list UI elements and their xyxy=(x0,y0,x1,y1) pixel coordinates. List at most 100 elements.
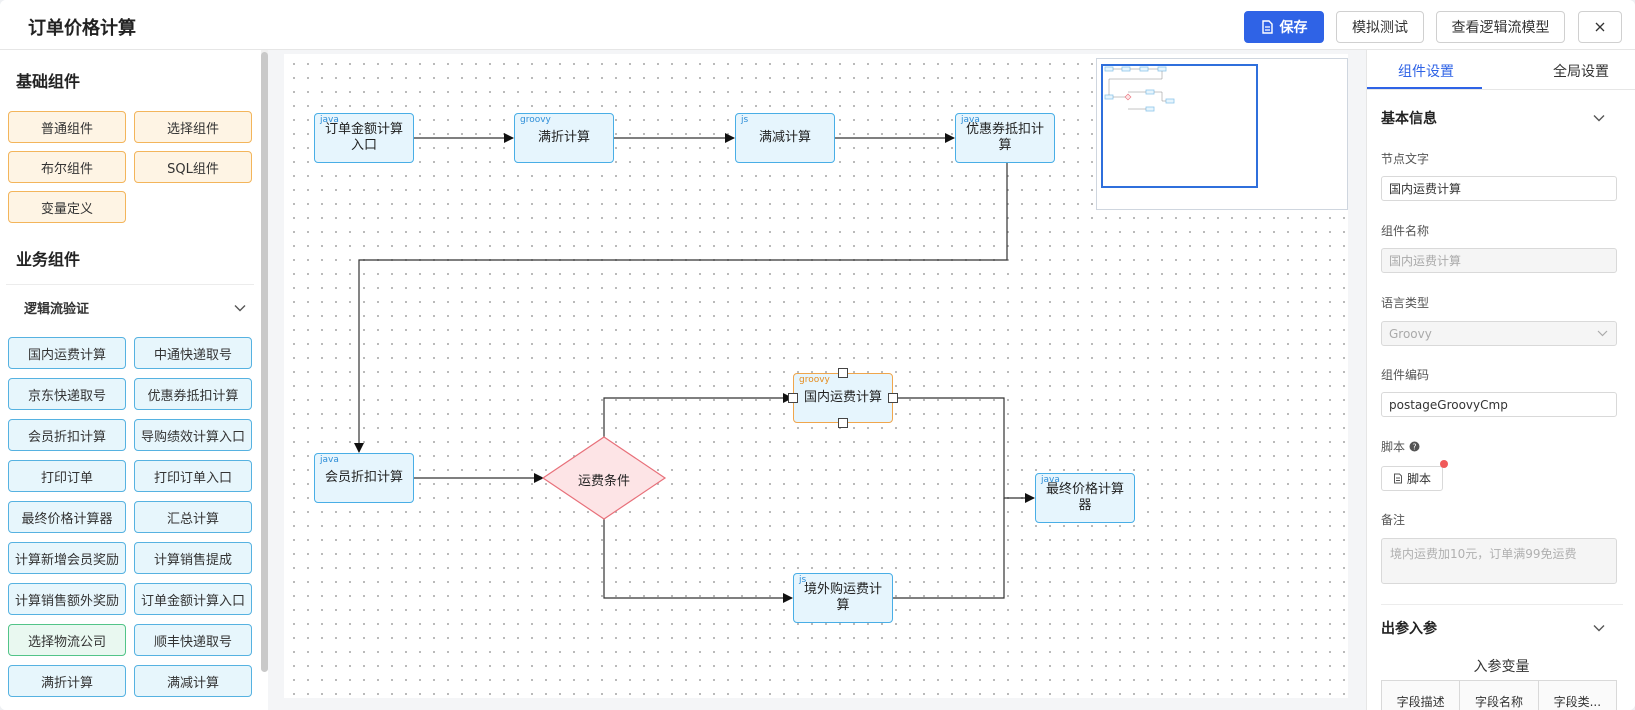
node-lang-tag: java xyxy=(1041,475,1060,485)
component-biz-14[interactable]: 订单金额计算入口 xyxy=(134,583,252,615)
logic-flow-group-label: 逻辑流验证 xyxy=(24,302,90,317)
component-biz-15[interactable]: 选择物流公司 xyxy=(8,624,126,656)
script-label: 脚本 xyxy=(1381,440,1406,454)
input-variables-title: 入参变量 xyxy=(1473,659,1530,675)
component-biz-8[interactable]: 打印订单入口 xyxy=(134,460,252,492)
header-bar: 订单价格计算 保存 模拟测试 查看逻辑流模型 xyxy=(0,0,1635,50)
node-label: 最终价格计算器 xyxy=(1045,482,1124,513)
node-label: 会员折扣计算 xyxy=(324,470,403,485)
script-button[interactable]: 脚本 xyxy=(1381,466,1443,491)
resize-handle-top[interactable] xyxy=(838,368,848,378)
component-biz-11[interactable]: 计算新增会员奖励 xyxy=(8,542,126,574)
node-lang-tag: java xyxy=(320,115,339,125)
component-biz-17[interactable]: 满折计算 xyxy=(8,665,126,697)
component-biz-4[interactable]: 优惠券抵扣计算 xyxy=(134,378,252,410)
language-type-label: 语言类型 xyxy=(1381,296,1430,310)
column-header-field-type[interactable]: 字段类... xyxy=(1553,695,1602,709)
view-logic-model-button[interactable]: 查看逻辑流模型 xyxy=(1436,11,1565,43)
simulate-test-label: 模拟测试 xyxy=(1352,20,1408,36)
node-lang-tag: js xyxy=(799,575,807,585)
chevron-down-icon[interactable] xyxy=(1593,624,1605,632)
page-title: 订单价格计算 xyxy=(28,18,136,39)
remark-textarea[interactable]: 境内运费加10元，订单满99免运费 xyxy=(1381,538,1617,584)
language-type-value: Groovy xyxy=(1389,326,1432,341)
component-biz-9[interactable]: 最终价格计算器 xyxy=(8,501,126,533)
component-biz-16[interactable]: 顺丰快递取号 xyxy=(134,624,252,656)
save-button-label: 保存 xyxy=(1279,20,1308,36)
flow-node-n3[interactable]: js 满减计算 xyxy=(735,113,835,163)
node-text-input[interactable] xyxy=(1381,176,1617,201)
node-label: 订单金额计算入口 xyxy=(324,122,403,153)
section-divider xyxy=(1381,604,1623,605)
component-name-label: 组件名称 xyxy=(1381,224,1430,238)
node-lang-tag: groovy xyxy=(799,375,830,385)
component-biz-2[interactable]: 中通快递取号 xyxy=(134,337,252,369)
component-basic-boolean[interactable]: 布尔组件 xyxy=(8,151,126,183)
flow-node-n7-selected[interactable]: groovy 国内运费计算 xyxy=(793,373,893,423)
component-basic-sql[interactable]: SQL组件 xyxy=(134,151,252,183)
close-icon xyxy=(1595,22,1605,32)
tab-component-settings[interactable]: 组件设置 xyxy=(1398,64,1454,80)
component-biz-10[interactable]: 汇总计算 xyxy=(134,501,252,533)
input-variables-table-header: 字段描述 字段名称 字段类... xyxy=(1381,680,1617,710)
flow-node-n5[interactable]: java 会员折扣计算 xyxy=(314,453,414,503)
script-label-row: 脚本 ? xyxy=(1381,438,1420,455)
resize-handle-left[interactable] xyxy=(788,393,798,403)
chevron-down-icon xyxy=(1597,330,1608,337)
component-biz-3[interactable]: 京东快递取号 xyxy=(8,378,126,410)
flow-node-n2[interactable]: groovy 满折计算 xyxy=(514,113,614,163)
node-label: 满折计算 xyxy=(537,130,590,145)
settings-tabs: 组件设置 全局设置 xyxy=(1367,50,1635,90)
flow-node-n4[interactable]: java 优惠券抵扣计算 xyxy=(955,113,1055,163)
component-code-input[interactable] xyxy=(1381,392,1617,417)
simulate-test-button[interactable]: 模拟测试 xyxy=(1336,11,1424,43)
flow-node-n1[interactable]: java 订单金额计算入口 xyxy=(314,113,414,163)
component-biz-13[interactable]: 计算销售额外奖励 xyxy=(8,583,126,615)
business-components-title: 业务组件 xyxy=(16,250,81,269)
language-type-select[interactable]: Groovy xyxy=(1381,321,1617,346)
chevron-down-icon xyxy=(234,304,246,311)
component-biz-7[interactable]: 打印订单 xyxy=(8,460,126,492)
svg-text:?: ? xyxy=(1412,443,1416,452)
component-biz-5[interactable]: 会员折扣计算 xyxy=(8,419,126,451)
component-biz-6[interactable]: 导购绩效计算入口 xyxy=(134,419,252,451)
column-header-field-desc[interactable]: 字段描述 xyxy=(1382,681,1461,710)
component-code-label: 组件编码 xyxy=(1381,368,1430,382)
component-basic-normal[interactable]: 普通组件 xyxy=(8,111,126,143)
view-logic-model-label: 查看逻辑流模型 xyxy=(1451,20,1550,36)
minimap-preview xyxy=(1104,66,1175,112)
node-lang-tag: java xyxy=(961,115,980,125)
save-button[interactable]: 保存 xyxy=(1244,11,1324,43)
component-sidebar: 基础组件 普通组件 选择组件 布尔组件 SQL组件 变量定义 业务组件 逻辑流验… xyxy=(0,50,262,710)
tab-global-settings[interactable]: 全局设置 xyxy=(1553,64,1609,80)
component-basic-variable[interactable]: 变量定义 xyxy=(8,191,126,223)
minimap-viewport[interactable] xyxy=(1101,64,1258,188)
column-header-field-name[interactable]: 字段名称 xyxy=(1460,681,1539,710)
component-basic-select[interactable]: 选择组件 xyxy=(134,111,252,143)
node-lang-tag: java xyxy=(320,455,339,465)
active-tab-indicator xyxy=(1367,87,1482,89)
help-icon[interactable]: ? xyxy=(1409,441,1420,452)
node-label: 满减计算 xyxy=(758,130,811,145)
script-status-dot xyxy=(1440,460,1448,468)
basic-info-title: 基本信息 xyxy=(1381,111,1437,127)
component-biz-18[interactable]: 满减计算 xyxy=(134,665,252,697)
component-biz-1[interactable]: 国内运费计算 xyxy=(8,337,126,369)
resize-handle-right[interactable] xyxy=(888,393,898,403)
node-label: 境外购运费计算 xyxy=(803,582,882,613)
remark-label: 备注 xyxy=(1381,513,1406,527)
flow-node-n8[interactable]: js 境外购运费计算 xyxy=(793,573,893,623)
chevron-down-icon[interactable] xyxy=(1593,114,1605,122)
component-name-input[interactable] xyxy=(1381,248,1617,273)
close-button[interactable] xyxy=(1578,11,1622,43)
node-lang-tag: groovy xyxy=(520,115,551,125)
minimap[interactable] xyxy=(1096,58,1348,210)
flow-node-n9[interactable]: java 最终价格计算器 xyxy=(1035,473,1135,523)
logic-flow-group-header[interactable]: 逻辑流验证 xyxy=(6,284,254,330)
node-text-label: 节点文字 xyxy=(1381,152,1430,166)
sidebar-scrollbar-thumb[interactable] xyxy=(261,52,268,672)
basic-components-title: 基础组件 xyxy=(16,72,81,91)
component-biz-12[interactable]: 计算销售提成 xyxy=(134,542,252,574)
resize-handle-bottom[interactable] xyxy=(838,418,848,428)
